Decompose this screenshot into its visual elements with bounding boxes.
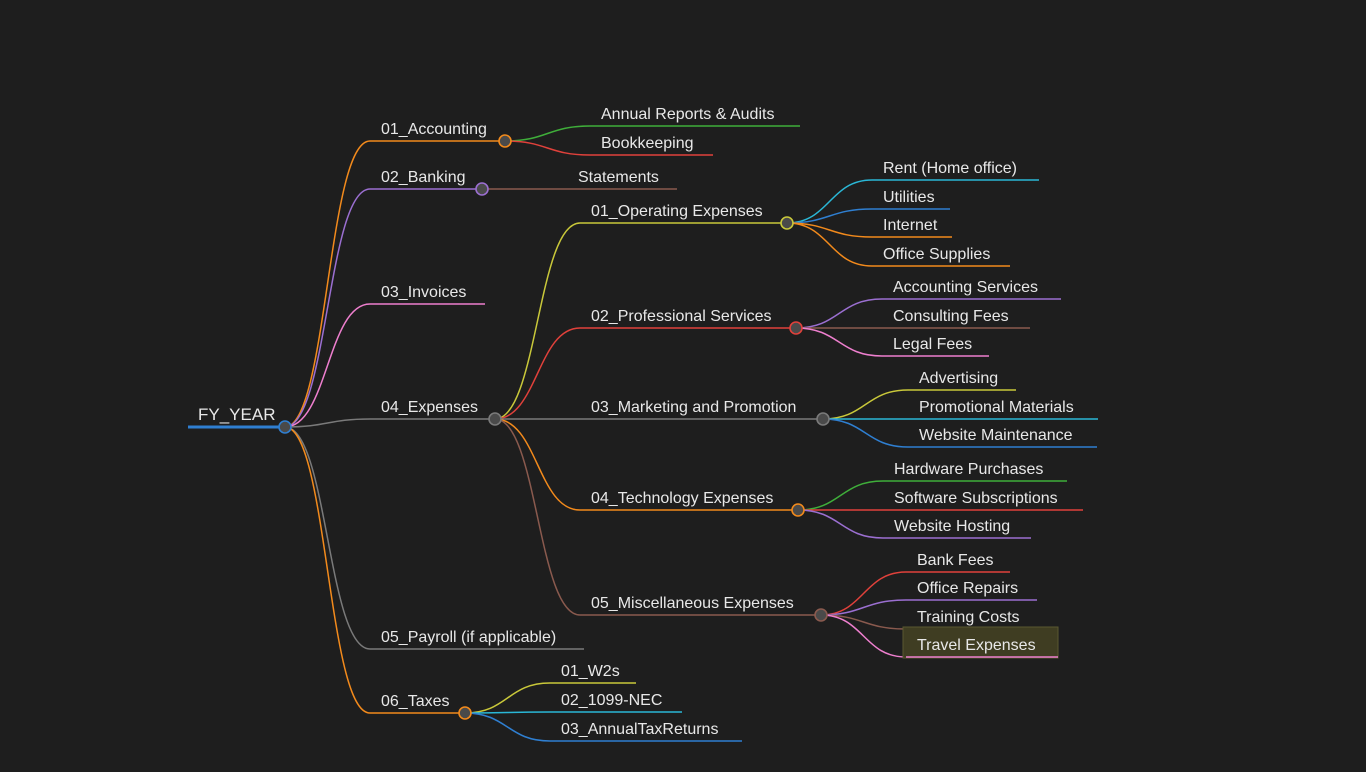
collapse-toggle-04-expenses[interactable] — [488, 412, 502, 426]
collapse-toggle-02-banking[interactable] — [475, 182, 489, 196]
collapse-toggle-04-technology-expenses[interactable] — [791, 503, 805, 517]
edge-utilities — [786, 208, 873, 224]
edge-01-w2s — [464, 682, 551, 714]
node-03-annualtaxreturns[interactable]: 03_AnnualTaxReturns — [561, 721, 718, 738]
node-hardware-purchases[interactable]: Hardware Purchases — [894, 461, 1043, 478]
edge-06-taxes — [284, 426, 371, 714]
node-rent-home-office[interactable]: Rent (Home office) — [883, 160, 1017, 177]
node-bookkeeping[interactable]: Bookkeeping — [601, 135, 694, 152]
edge-legal-fees — [795, 327, 883, 357]
node-advertising[interactable]: Advertising — [919, 370, 998, 387]
collapse-toggle-01-operating-expenses[interactable] — [780, 216, 794, 230]
edge-hardware-purchases — [797, 480, 884, 511]
node-website-maintenance[interactable]: Website Maintenance — [919, 427, 1073, 444]
mindmap-nodes: FY_YEAR 01_Accounting Annual Reports & Aud… — [188, 106, 1098, 742]
node-office-supplies[interactable]: Office Supplies — [883, 246, 990, 263]
collapse-toggle-03-marketing-and-promotion[interactable] — [816, 412, 830, 426]
edge-03-annualtaxreturns — [464, 712, 551, 742]
node-02-banking[interactable]: 02_Banking — [381, 169, 466, 186]
edge-website-maintenance — [822, 418, 909, 448]
edge-03-invoices — [284, 303, 371, 428]
node-02-professional-services[interactable]: 02_Professional Services — [591, 308, 772, 325]
node-01-operating-expenses[interactable]: 01_Operating Expenses — [591, 203, 763, 220]
node-01-w2s[interactable]: 01_W2s — [561, 663, 620, 680]
node-05-miscellaneous-expenses[interactable]: 05_Miscellaneous Expenses — [591, 595, 794, 612]
node-bank-fees[interactable]: Bank Fees — [917, 552, 993, 569]
selection-highlight — [902, 626, 1059, 659]
node-office-repairs[interactable]: Office Repairs — [917, 580, 1018, 597]
edge-bank-fees — [820, 571, 907, 616]
collapse-toggle-05-miscellaneous-expenses[interactable] — [814, 608, 828, 622]
edge-02-1099-nec — [464, 711, 551, 714]
edge-bookkeeping — [504, 140, 591, 156]
edge-annual-reports-audits — [504, 125, 591, 142]
collapse-toggle-01-accounting[interactable] — [498, 134, 512, 148]
node-fy-year[interactable]: FY_YEAR — [198, 405, 275, 424]
node-utilities[interactable]: Utilities — [883, 189, 935, 206]
node-01-accounting[interactable]: 01_Accounting — [381, 121, 487, 138]
node-legal-fees[interactable]: Legal Fees — [893, 336, 972, 353]
collapse-toggle-06-taxes[interactable] — [458, 706, 472, 720]
collapse-toggle-02-professional-services[interactable] — [789, 321, 803, 335]
node-03-invoices[interactable]: 03_Invoices — [381, 284, 466, 301]
edge-internet — [786, 222, 873, 238]
edge-04-expenses — [284, 418, 371, 428]
edge-advertising — [822, 389, 909, 420]
edge-05-payroll-if-applicable — [284, 426, 371, 650]
node-04-technology-expenses[interactable]: 04_Technology Expenses — [591, 490, 773, 507]
edge-travel-expenses — [820, 614, 907, 658]
node-internet[interactable]: Internet — [883, 217, 938, 234]
edge-office-supplies — [786, 222, 873, 267]
node-training-costs[interactable]: Training Costs — [917, 609, 1020, 626]
edge-04-technology-expenses — [494, 418, 581, 511]
node-accounting-services[interactable]: Accounting Services — [893, 279, 1038, 296]
edge-training-costs — [820, 614, 907, 630]
node-statements[interactable]: Statements — [578, 169, 659, 186]
edge-accounting-services — [795, 298, 883, 329]
node-04-expenses[interactable]: 04_Expenses — [381, 399, 478, 416]
node-06-taxes[interactable]: 06_Taxes — [381, 693, 450, 710]
edge-05-miscellaneous-expenses — [494, 418, 581, 616]
edge-02-banking — [284, 188, 371, 428]
edge-office-repairs — [820, 599, 907, 616]
node-website-hosting[interactable]: Website Hosting — [894, 518, 1010, 535]
node-travel-expenses[interactable]: Travel Expenses — [917, 637, 1036, 654]
node-annual-reports-audits[interactable]: Annual Reports & Audits — [601, 106, 774, 123]
edge-website-hosting — [797, 509, 884, 539]
node-consulting-fees[interactable]: Consulting Fees — [893, 308, 1009, 325]
node-software-subscriptions[interactable]: Software Subscriptions — [894, 490, 1058, 507]
node-promotional-materials[interactable]: Promotional Materials — [919, 399, 1074, 416]
collapse-toggle-fy-year[interactable] — [278, 420, 292, 434]
mindmap-edges — [284, 125, 909, 742]
edge-rent-home-office — [786, 179, 873, 224]
node-05-payroll-if-applicable[interactable]: 05_Payroll (if applicable) — [381, 629, 556, 646]
node-03-marketing-and-promotion[interactable]: 03_Marketing and Promotion — [591, 399, 796, 416]
edge-02-professional-services — [494, 327, 581, 420]
node-02-1099-nec[interactable]: 02_1099-NEC — [561, 692, 662, 709]
edge-01-operating-expenses — [494, 222, 581, 420]
edge-01-accounting — [284, 140, 371, 428]
